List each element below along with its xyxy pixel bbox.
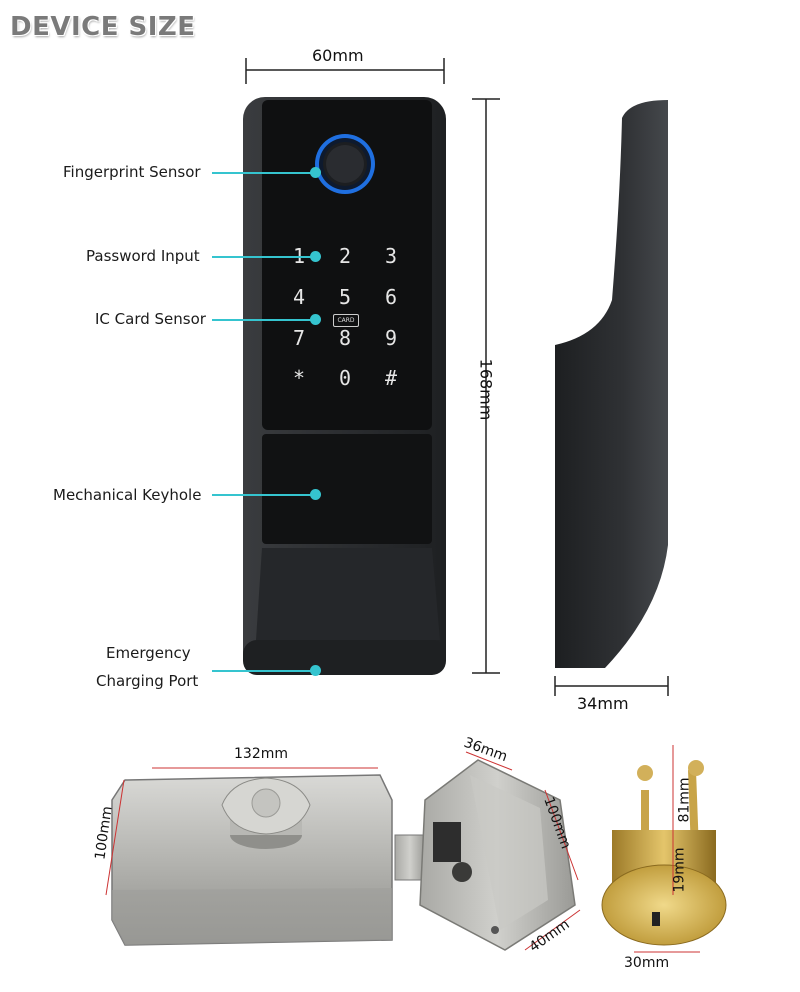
callout-line: [212, 670, 316, 672]
width-dimension: 60mm: [312, 46, 364, 65]
emergency-label: Emergency: [106, 644, 191, 662]
depth-dimension: 34mm: [577, 694, 629, 713]
keypad-key[interactable]: 6: [384, 285, 398, 309]
mechanical-keyhole-label: Mechanical Keyhole: [53, 486, 202, 504]
callout-dot: [310, 251, 321, 262]
fingerprint-sensor-label: Fingerprint Sensor: [63, 163, 201, 181]
keypad: 1 2 3 4 5 6 7 8 9 * 0 #: [287, 244, 405, 394]
callout-dot: [310, 489, 321, 500]
keypad-key[interactable]: 3: [384, 244, 398, 268]
card-icon: CARD: [333, 314, 359, 327]
page-title: DEVICE SIZE: [10, 12, 196, 42]
cylinder-diameter-dimension: 30mm: [624, 955, 670, 971]
dimension-lines: [245, 58, 669, 696]
keypad-key[interactable]: 8: [338, 326, 352, 350]
callout-line: [212, 172, 316, 174]
keypad-key[interactable]: 9: [384, 326, 398, 350]
card-icon-label: CARD: [337, 317, 355, 324]
keypad-key[interactable]: 2: [338, 244, 352, 268]
keypad-key[interactable]: *: [292, 366, 306, 390]
callout-dot: [310, 665, 321, 676]
callout-line: [212, 256, 316, 258]
keypad-key[interactable]: 0: [338, 366, 352, 390]
strike-plate: [419, 759, 576, 951]
callout-dot: [310, 314, 321, 325]
rim-lock-body: [111, 774, 426, 946]
lock-front-body: [243, 97, 446, 675]
strike-dimension-lines: [465, 751, 581, 951]
height-dimension: 168mm: [476, 358, 496, 421]
keypad-key[interactable]: #: [384, 366, 398, 390]
keypad-key[interactable]: 4: [292, 285, 306, 309]
keypad-key[interactable]: 5: [338, 285, 352, 309]
cylinder-dimension-lines: [634, 745, 700, 953]
password-input-label: Password Input: [86, 247, 200, 265]
lock-cylinder: [601, 760, 727, 946]
ic-card-sensor-label: IC Card Sensor: [95, 310, 206, 328]
callout-dot: [310, 167, 321, 178]
callout-line: [212, 494, 316, 496]
cylinder-inner-dimension: 19mm: [671, 847, 688, 893]
rim-lock-width-dimension: 132mm: [234, 746, 288, 762]
lock-side-profile: [555, 100, 668, 668]
keypad-key[interactable]: 7: [292, 326, 306, 350]
cylinder-length-dimension: 81mm: [676, 777, 693, 823]
fingerprint-sensor-icon: [315, 134, 375, 194]
charging-port-label: Charging Port: [96, 672, 199, 690]
callout-line: [212, 319, 316, 321]
rim-lock-dimension-lines: [105, 767, 378, 896]
